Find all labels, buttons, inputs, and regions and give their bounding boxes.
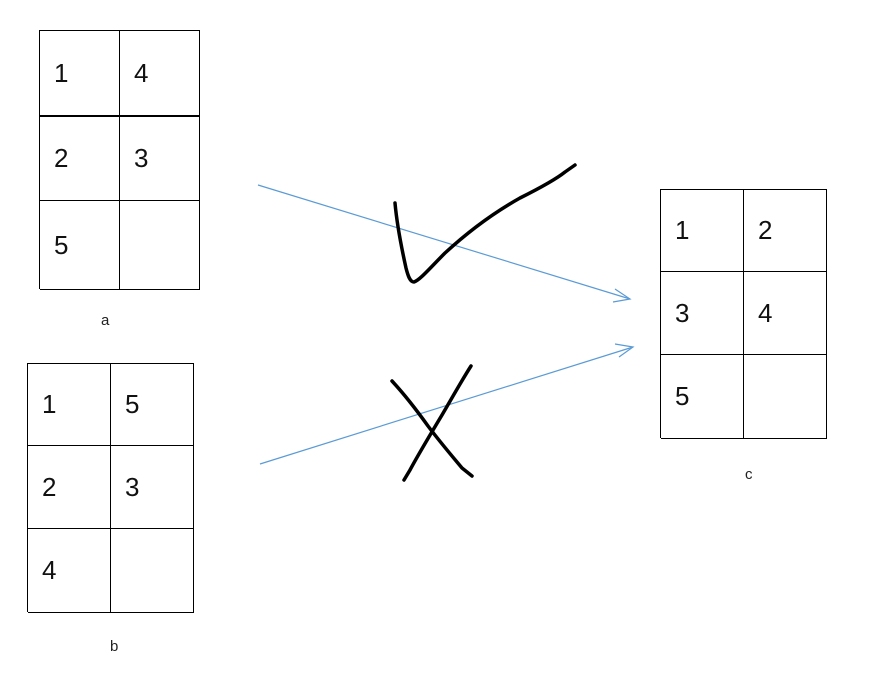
grid-b-cell: 5 — [111, 364, 194, 446]
grid-a-cell: 1 — [40, 31, 120, 117]
grid-c-label: c — [745, 466, 753, 483]
grid-c: 1 2 3 4 5 — [660, 189, 827, 439]
grid-a-label: a — [101, 312, 110, 329]
grid-a: 1 4 2 3 5 — [39, 30, 200, 290]
grid-a-cell: 4 — [120, 31, 200, 117]
grid-b-cell — [111, 529, 194, 613]
check-mark-icon — [393, 163, 577, 284]
grid-a-cell: 2 — [40, 117, 120, 201]
grid-b: 1 5 2 3 4 — [27, 363, 194, 613]
cross-mark-icon — [390, 364, 474, 482]
arrow-a-to-c — [257, 184, 632, 303]
grid-c-cell: 5 — [661, 355, 744, 439]
grid-b-label: b — [110, 638, 119, 655]
grid-a-cell — [120, 201, 200, 290]
grid-b-cell: 2 — [28, 446, 111, 529]
arrow-b-to-c — [259, 343, 635, 465]
grid-c-cell: 1 — [661, 190, 744, 272]
grid-a-cell: 5 — [40, 201, 120, 290]
grid-c-cell — [744, 355, 827, 439]
grid-b-cell: 1 — [28, 364, 111, 446]
grid-a-cell: 3 — [120, 117, 200, 201]
grid-b-cell: 3 — [111, 446, 194, 529]
grid-c-cell: 4 — [744, 272, 827, 355]
grid-c-cell: 2 — [744, 190, 827, 272]
grid-c-cell: 3 — [661, 272, 744, 355]
grid-b-cell: 4 — [28, 529, 111, 613]
